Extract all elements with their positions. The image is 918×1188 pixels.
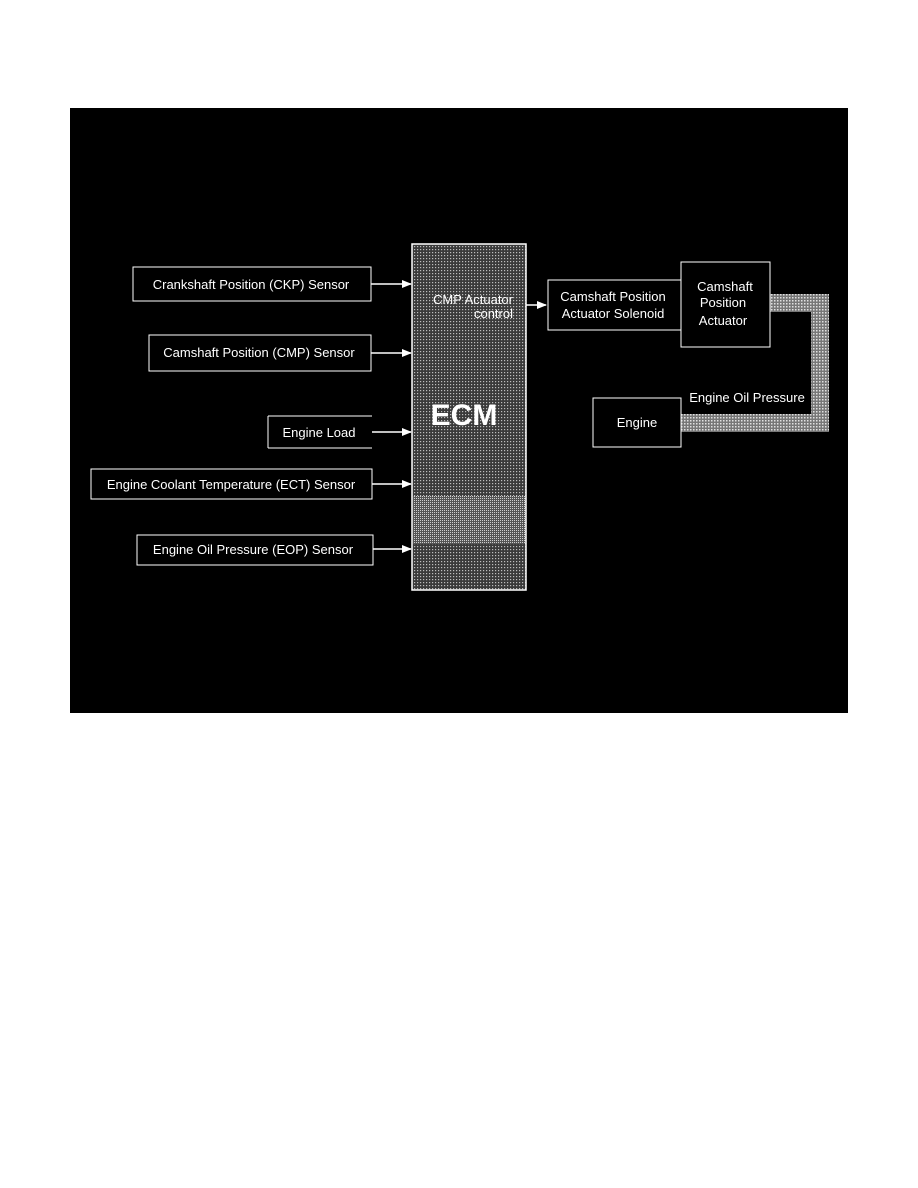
actuator-label-line1: Camshaft [697,279,753,294]
ecm-label: ECM [431,399,498,432]
input-label: Camshaft Position (CMP) Sensor [163,345,355,360]
ecm-block: ECM CMP Actuator control [411,243,527,591]
engine-box: Engine [592,397,682,448]
input-label: Crankshaft Position (CKP) Sensor [153,277,350,292]
input-cmp-sensor: Camshaft Position (CMP) Sensor [148,334,412,372]
input-label: Engine Oil Pressure (EOP) Sensor [153,542,354,557]
input-engine-load: Engine Load [267,415,412,449]
input-eop-sensor: Engine Oil Pressure (EOP) Sensor [136,534,412,566]
ecm-output-label-line2: control [474,306,513,321]
solenoid-label-line1: Camshaft Position [560,289,666,304]
input-label: Engine Load [282,425,355,440]
actuator-label-line3: Actuator [699,313,748,328]
input-ect-sensor: Engine Coolant Temperature (ECT) Sensor [90,468,412,500]
input-label: Engine Coolant Temperature (ECT) Sensor [107,477,356,492]
solenoid-box: Camshaft Position Actuator Solenoid [547,279,682,331]
actuator-box: Camshaft Position Actuator [680,261,771,348]
engine-label: Engine [617,415,657,430]
oil-pressure-passage: Engine Oil Pressure [681,294,829,432]
actuator-label-line2: Position [700,295,746,310]
oil-pressure-label: Engine Oil Pressure [689,390,805,405]
ecm-output-label-line1: CMP Actuator [433,292,514,307]
solenoid-label-line2: Actuator Solenoid [562,306,665,321]
input-ckp-sensor: Crankshaft Position (CKP) Sensor [132,266,412,302]
